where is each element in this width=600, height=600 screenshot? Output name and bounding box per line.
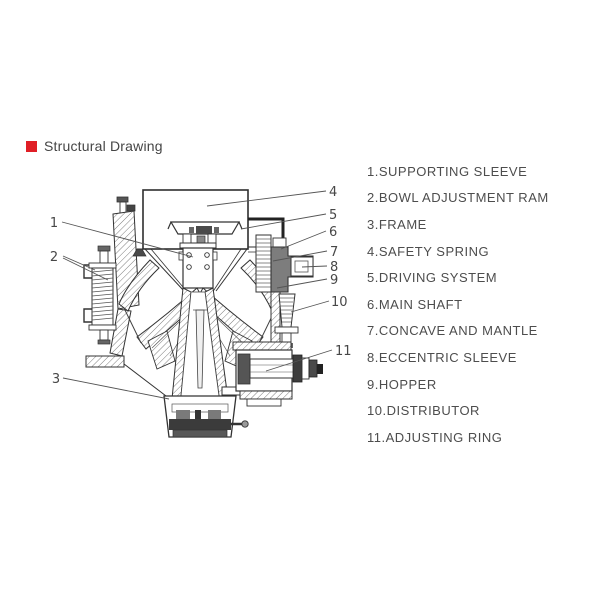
parts-list: 1.SUPPORTING SLEEVE 2.BOWL ADJUSTMENT RA…	[367, 158, 577, 451]
parts-list-item: 11.ADJUSTING RING	[367, 429, 503, 445]
callout-number-11: 11	[335, 344, 352, 359]
parts-list-item: 1.SUPPORTING SLEEVE	[367, 163, 528, 179]
callout-number-2: 2	[50, 250, 58, 265]
section-title: Structural Drawing	[26, 138, 163, 154]
parts-list-item: 7.CONCAVE AND MANTLE	[367, 323, 538, 339]
distributor	[167, 221, 243, 244]
adjusting-ring	[255, 234, 287, 293]
feed-funnel	[144, 248, 248, 294]
bottom-bearing	[163, 395, 249, 438]
callout-number-4: 4	[329, 185, 337, 200]
callout-number-8: 8	[330, 260, 338, 275]
main-shaft	[171, 287, 263, 400]
callout-number-7: 7	[330, 245, 338, 260]
parts-list-item: 5.DRIVING SYSTEM	[367, 270, 498, 286]
parts-list-item: 9.HOPPER	[367, 376, 437, 392]
parts-list-item: 6.MAIN SHAFT	[367, 296, 463, 312]
supporting-sleeve	[178, 242, 218, 289]
callout-number-5: 5	[329, 208, 337, 223]
callout-number-1: 1	[50, 216, 58, 231]
parts-list-item: 10.DISTRIBUTOR	[367, 403, 480, 419]
structural-diagram: 1 2 3 4 5 6 7 8 9 10 11	[50, 185, 352, 438]
safety-spring	[83, 245, 117, 345]
callout-number-3: 3	[52, 372, 60, 387]
callout-number-10: 10	[331, 295, 348, 310]
threaded-bolt	[274, 293, 299, 348]
callout-number-9: 9	[330, 273, 338, 288]
section-title-text: Structural Drawing	[44, 138, 163, 154]
hopper-box	[137, 189, 285, 253]
parts-list-item: 2.BOWL ADJUSTMENT RAM	[367, 190, 549, 206]
parts-list-item: 4.SAFETY SPRING	[367, 243, 490, 259]
callout-number-6: 6	[329, 225, 337, 240]
parts-list-item: 8.ECCENTRIC SLEEVE	[367, 349, 517, 365]
red-square-bullet-icon	[26, 140, 37, 152]
callout-leader-lines	[61, 190, 333, 400]
drive-assembly	[232, 341, 323, 407]
parts-list-item: 3.FRAME	[367, 216, 427, 232]
callout-numbers: 1 2 3 4 5 6 7 8 9 10 11	[50, 185, 352, 387]
